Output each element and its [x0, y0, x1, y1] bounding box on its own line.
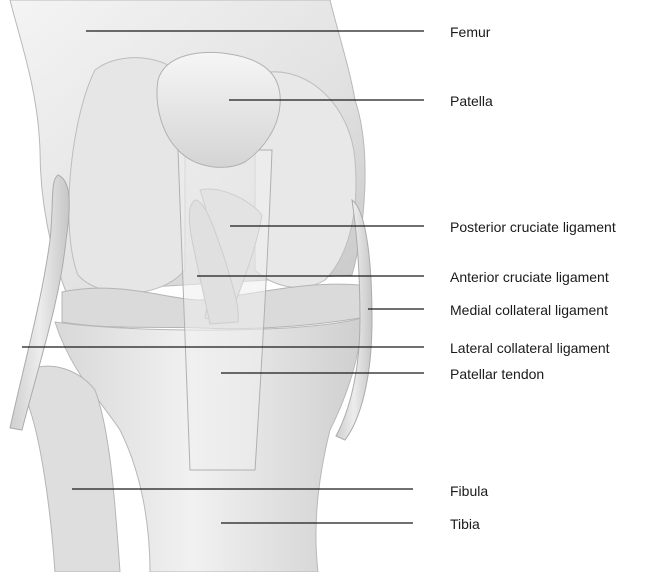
label-patella: Patella: [450, 93, 493, 109]
label-femur: Femur: [450, 24, 490, 40]
label-patellar-tendon: Patellar tendon: [450, 366, 544, 382]
label-tibia: Tibia: [450, 516, 480, 532]
label-anterior-cruciate-ligament: Anterior cruciate ligament: [450, 269, 609, 285]
label-medial-collateral-ligament: Medial collateral ligament: [450, 302, 608, 318]
label-posterior-cruciate-ligament: Posterior cruciate ligament: [450, 219, 616, 235]
label-lateral-collateral-ligament: Lateral collateral ligament: [450, 340, 610, 356]
label-fibula: Fibula: [450, 483, 488, 499]
